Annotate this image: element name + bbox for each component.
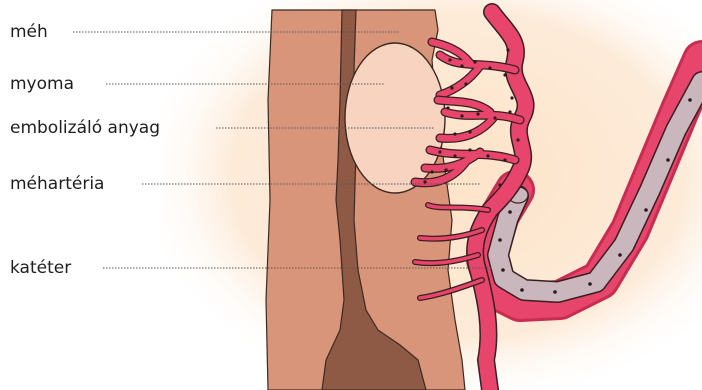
label-uterus: méh (10, 22, 48, 42)
label-myoma: myoma (10, 74, 74, 94)
label-embolic-agent: embolizáló anyag (10, 118, 160, 138)
label-uterine-artery: méhartéria (10, 174, 104, 194)
label-catheter: katéter (10, 258, 71, 278)
